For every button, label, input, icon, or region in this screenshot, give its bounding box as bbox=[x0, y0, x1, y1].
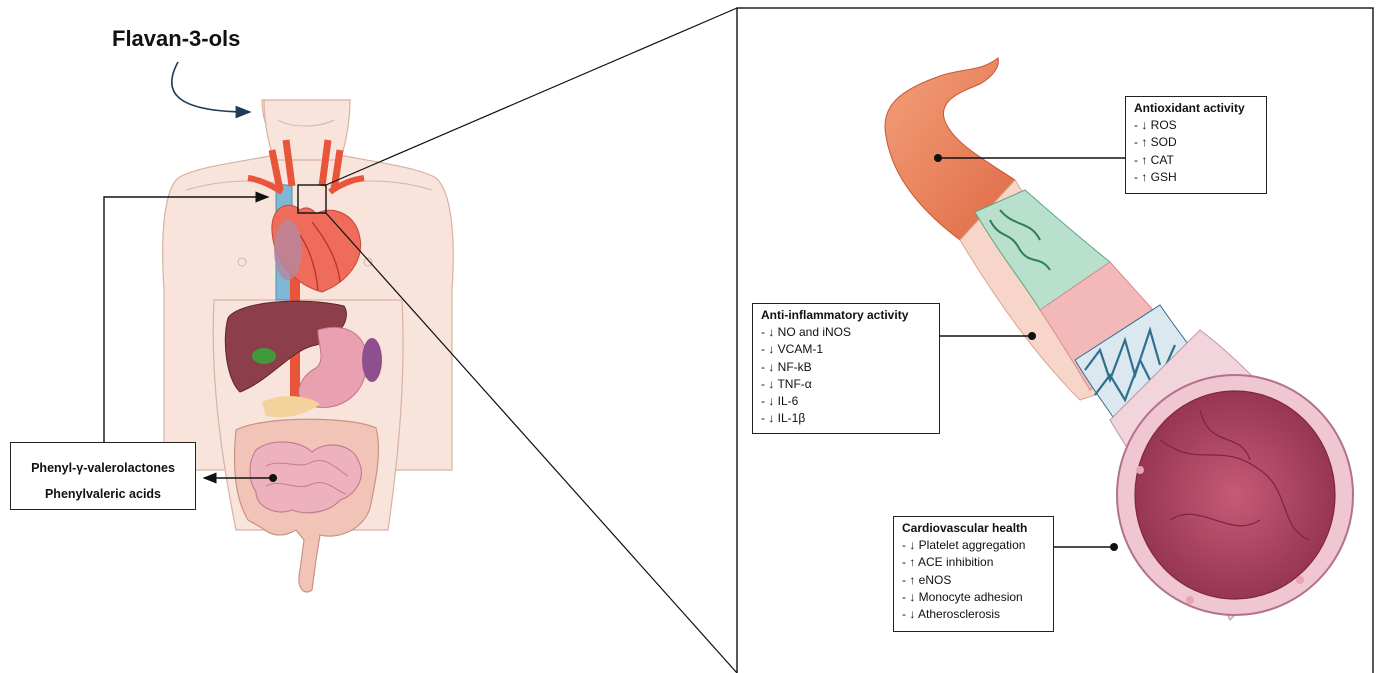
effect-item: - ↓ Atherosclerosis bbox=[902, 606, 1045, 623]
metabolite-label: Phenyl-γ-valerolactones bbox=[11, 461, 195, 475]
effect-item: - ↑ SOD bbox=[1134, 134, 1258, 151]
human-body-figure bbox=[163, 100, 454, 592]
box-heading: Cardiovascular health bbox=[902, 521, 1045, 535]
anti-inflammatory-activity-box: Anti-inflammatory activity - ↓ NO and iN… bbox=[752, 303, 940, 434]
effect-item: - ↓ VCAM-1 bbox=[761, 341, 931, 358]
cardiovascular-health-box: Cardiovascular health - ↓ Platelet aggre… bbox=[893, 516, 1054, 632]
metabolite-label: Phenylvaleric acids bbox=[11, 487, 195, 501]
effect-item: - ↑ GSH bbox=[1134, 169, 1258, 186]
antioxidant-activity-box: Antioxidant activity - ↓ ROS - ↑ SOD - ↑… bbox=[1125, 96, 1267, 194]
spleen bbox=[362, 338, 382, 382]
zoom-line-top bbox=[326, 8, 737, 185]
effect-item: - ↓ TNF-α bbox=[761, 376, 931, 393]
effect-item: - ↓ NO and iNOS bbox=[761, 324, 931, 341]
effect-item: - ↓ ROS bbox=[1134, 117, 1258, 134]
gut-dot bbox=[269, 474, 277, 482]
effect-item: - ↑ eNOS bbox=[902, 572, 1045, 589]
effect-item: - ↓ Monocyte adhesion bbox=[902, 589, 1045, 606]
effect-item: - ↓ NF-kB bbox=[761, 359, 931, 376]
vessel-lumen bbox=[1135, 391, 1335, 599]
metabolites-box: Phenyl-γ-valerolactones Phenylvaleric ac… bbox=[10, 442, 196, 510]
effect-item: - ↓ IL-6 bbox=[761, 393, 931, 410]
effect-item: - ↑ ACE inhibition bbox=[902, 554, 1045, 571]
box-heading: Antioxidant activity bbox=[1134, 101, 1258, 115]
left-lung bbox=[274, 220, 302, 280]
page-title: Flavan-3-ols bbox=[112, 26, 240, 52]
gallbladder bbox=[252, 348, 276, 364]
effect-item: - ↓ Platelet aggregation bbox=[902, 537, 1045, 554]
intake-arrow bbox=[172, 62, 250, 112]
effect-item: - ↑ CAT bbox=[1134, 152, 1258, 169]
effect-item: - ↓ IL-1β bbox=[761, 410, 931, 427]
box-heading: Anti-inflammatory activity bbox=[761, 308, 931, 322]
